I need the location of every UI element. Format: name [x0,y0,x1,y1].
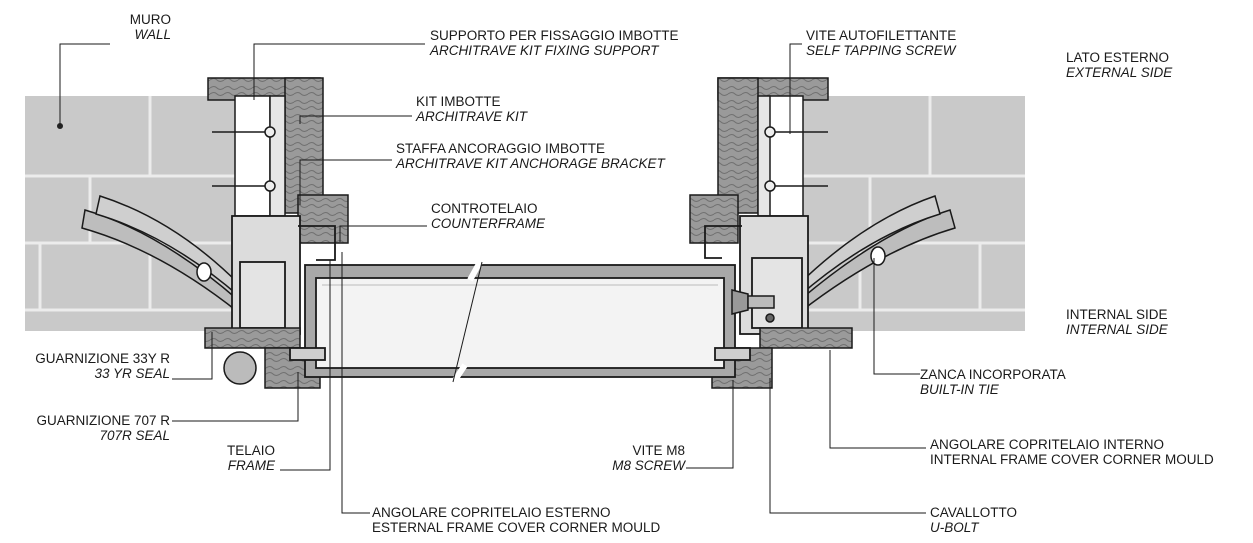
label-m8-screw-en: M8 SCREW [612,458,685,473]
label-internal-side-en: INTERNAL SIDE [1066,322,1168,337]
label-self-tapping-screw-it: VITE AUTOFILETTANTE [806,28,957,43]
label-u-bolt: CAVALLOTTO U-BOLT [930,505,1017,535]
label-fixing-support: SUPPORTO PER FISSAGGIO IMBOTTE ARCHITRAV… [430,28,679,58]
label-built-in-tie-it: ZANCA INCORPORATA [920,367,1066,382]
self-tapping-screws-left [212,126,276,192]
label-internal-cover-mould: ANGOLARE COPRITELAIO INTERNO INTERNAL FR… [930,437,1214,467]
label-33yr-seal-it: GUARNIZIONE 33Y R [35,351,170,366]
label-fixing-support-en: ARCHITRAVE KIT FIXING SUPPORT [430,43,659,58]
label-u-bolt-en: U-BOLT [930,520,979,535]
label-external-cover-mould: ANGOLARE COPRITELAIO ESTERNO ESTERNAL FR… [372,505,660,535]
label-counterframe: CONTROTELAIO COUNTERFRAME [431,201,545,231]
label-architrave-kit-en: ARCHITRAVE KIT [416,109,528,124]
frame-glazing [289,260,751,383]
label-internal-side: INTERNAL SIDE INTERNAL SIDE [1066,307,1168,337]
label-wall-it: MURO [129,12,171,27]
label-u-bolt-it: CAVALLOTTO [930,505,1018,520]
label-wall-en: WALL [134,27,171,42]
label-internal-cover-mould-it: ANGOLARE COPRITELAIO INTERNO [930,437,1165,452]
label-707r-seal-it: GUARNIZIONE 707 R [36,413,170,428]
label-frame-en: FRAME [227,458,275,473]
architrave-kit-right [689,77,829,244]
label-fixing-support-it: SUPPORTO PER FISSAGGIO IMBOTTE [430,28,679,43]
label-architrave-kit: KIT IMBOTTE ARCHITRAVE KIT [416,94,527,124]
seal-33yr [223,351,257,385]
label-anchorage-bracket-en: ARCHITRAVE KIT ANCHORAGE BRACKET [396,156,665,171]
label-counterframe-en: COUNTERFRAME [431,216,545,231]
counterframe-right [704,215,809,335]
label-external-side-en: EXTERNAL SIDE [1066,65,1173,80]
m8-screw [731,289,775,323]
label-built-in-tie-en: BUILT-IN TIE [920,382,999,397]
label-self-tapping-screw-en: SELF TAPPING SCREW [806,43,956,58]
label-frame: TELAIO FRAME [227,443,275,473]
leader-lines [59,43,926,514]
label-architrave-kit-it: KIT IMBOTTE [416,94,501,109]
label-m8-screw-it: VITE M8 [632,443,685,458]
label-internal-cover-mould-en: INTERNAL FRAME COVER CORNER MOULD [930,452,1214,467]
label-anchorage-bracket-it: STAFFA ANCORAGGIO IMBOTTE [396,141,606,156]
label-33yr-seal-en: 33 YR SEAL [94,366,170,381]
label-external-side: LATO ESTERNO EXTERNAL SIDE [1066,50,1172,80]
label-external-cover-mould-en: ESTERNAL FRAME COVER CORNER MOULD [372,520,661,535]
label-built-in-tie: ZANCA INCORPORATA BUILT-IN TIE [920,367,1066,397]
counterframe-left [231,215,336,335]
label-external-side-it: LATO ESTERNO [1066,50,1170,65]
label-external-cover-mould-it: ANGOLARE COPRITELAIO ESTERNO [372,505,611,520]
label-anchorage-bracket: STAFFA ANCORAGGIO IMBOTTE ARCHITRAVE KIT… [396,141,665,171]
label-wall: MURO WALL [130,12,171,42]
label-707r-seal-en: 707R SEAL [99,428,170,443]
label-707r-seal: GUARNIZIONE 707 R 707R SEAL [36,413,170,443]
label-frame-it: TELAIO [226,443,275,458]
architrave-kit-left [207,77,349,244]
label-33yr-seal: GUARNIZIONE 33Y R 33 YR SEAL [35,351,170,381]
label-m8-screw: VITE M8 M8 SCREW [612,443,685,473]
label-counterframe-it: CONTROTELAIO [431,201,538,216]
self-tapping-screws-right [764,126,828,192]
label-self-tapping-screw: VITE AUTOFILETTANTE SELF TAPPING SCREW [806,28,956,58]
label-internal-side-it: INTERNAL SIDE [1066,307,1168,322]
